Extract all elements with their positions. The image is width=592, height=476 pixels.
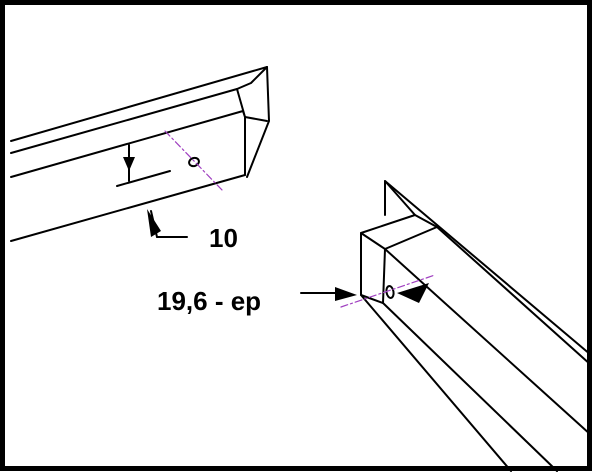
right-rail-hole	[385, 285, 395, 299]
left-rail-centerline	[164, 130, 224, 192]
left-rail-end-lip	[244, 116, 268, 122]
hole-dimension-leader	[300, 287, 357, 301]
part-number-leader	[147, 209, 188, 238]
right-rail-top-edge	[436, 226, 592, 366]
left-rail-bottom-edge	[10, 174, 246, 242]
left-rail-upper-face-edge	[10, 110, 244, 178]
part-number-label: 10	[209, 223, 238, 253]
left-rail	[10, 66, 270, 242]
right-rail-bottom-inner-edge	[382, 302, 558, 472]
left-rail-dim-arrow	[123, 157, 135, 171]
right-rail-lip-top-edge	[384, 180, 592, 356]
right-rail-end-top	[360, 214, 438, 250]
right-rail-end-face-left	[360, 232, 386, 304]
left-rail-dim-line	[116, 170, 171, 187]
right-rail	[340, 180, 592, 472]
assembly-diagram: 10 19,6 - ep	[10, 66, 592, 472]
left-rail-end-top	[236, 66, 268, 90]
right-rail-hole-arrow	[397, 283, 429, 303]
hole-dimension-label: 19,6 - ep	[157, 286, 261, 316]
left-rail-hole	[188, 156, 200, 168]
right-rail-centerline	[340, 274, 436, 308]
left-rail-end-outer	[246, 66, 270, 178]
left-rail-top-inner-edge	[10, 88, 238, 154]
right-rail-middle-edge	[384, 248, 592, 436]
right-rail-bottom-edge	[360, 294, 512, 472]
left-rail-top-edge	[10, 66, 268, 142]
